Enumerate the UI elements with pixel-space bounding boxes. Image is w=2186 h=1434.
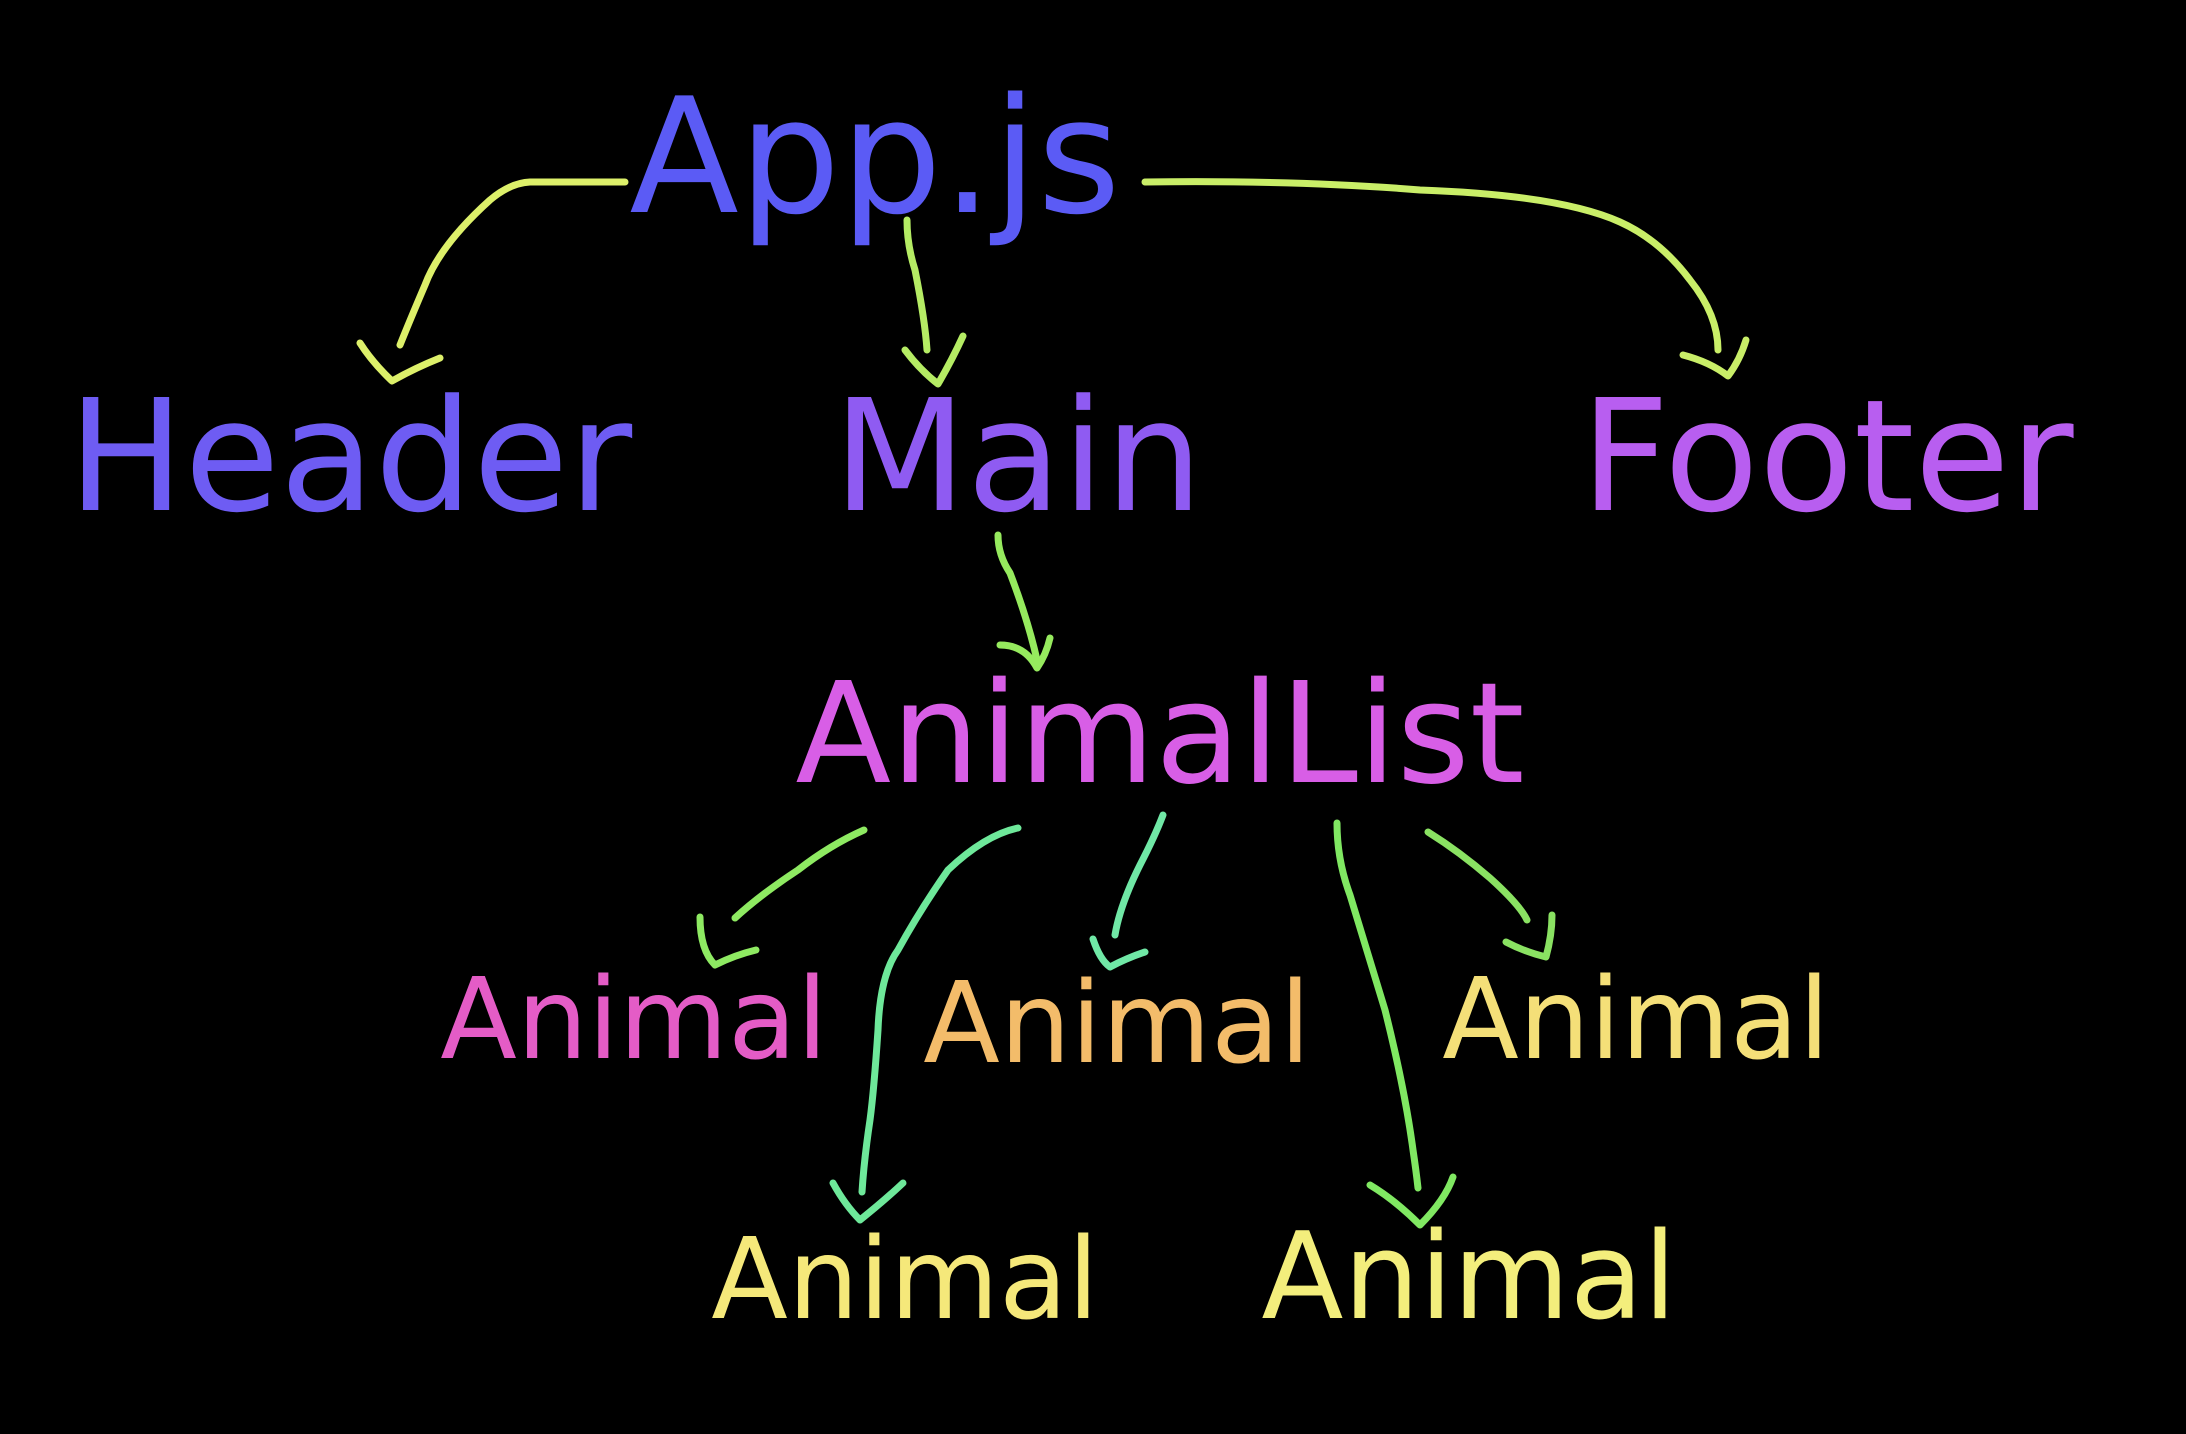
arrow-list-to-animal-2-head bbox=[829, 1179, 907, 1224]
node-header: Header bbox=[68, 366, 633, 547]
node-animal-3: Animal bbox=[923, 959, 1311, 1089]
arrow-list-to-animal-4-head bbox=[1366, 1173, 1457, 1229]
node-main: Main bbox=[833, 366, 1203, 547]
arrow-app-to-header-head bbox=[356, 339, 444, 385]
arrow-app-to-footer-head bbox=[1679, 336, 1750, 380]
arrow-list-to-animal-1 bbox=[731, 826, 868, 922]
arrow-list-to-animal-2 bbox=[858, 824, 1022, 1196]
arrow-app-to-main-head bbox=[901, 332, 967, 388]
node-animal-2: Animal bbox=[711, 1215, 1099, 1345]
arrow-list-to-animal-5 bbox=[1424, 828, 1531, 924]
arrows bbox=[356, 178, 1750, 1229]
arrow-main-to-animallist-head bbox=[996, 634, 1054, 672]
arrow-list-to-animal-5-head bbox=[1502, 911, 1556, 961]
arrow-list-to-animal-4 bbox=[1333, 819, 1422, 1192]
arrow-list-to-animal-3 bbox=[1111, 811, 1167, 939]
arrow-app-to-footer bbox=[1141, 178, 1722, 354]
arrow-main-to-animallist bbox=[994, 531, 1041, 664]
nodes: App.js Header Main Footer AnimalList Ani… bbox=[68, 63, 2074, 1347]
arrow-list-to-animal-1-head bbox=[696, 913, 760, 969]
arrow-app-to-header bbox=[396, 178, 629, 349]
node-footer: Footer bbox=[1580, 366, 2073, 547]
arrow-app-to-main bbox=[903, 216, 931, 354]
node-animallist: AnimalList bbox=[795, 653, 1524, 816]
node-app-js: App.js bbox=[629, 63, 1120, 250]
arrow-list-to-animal-3-head bbox=[1089, 935, 1149, 971]
node-animal-5: Animal bbox=[1442, 955, 1830, 1085]
node-animal-1: Animal bbox=[440, 955, 828, 1085]
node-animal-4: Animal bbox=[1261, 1208, 1676, 1347]
